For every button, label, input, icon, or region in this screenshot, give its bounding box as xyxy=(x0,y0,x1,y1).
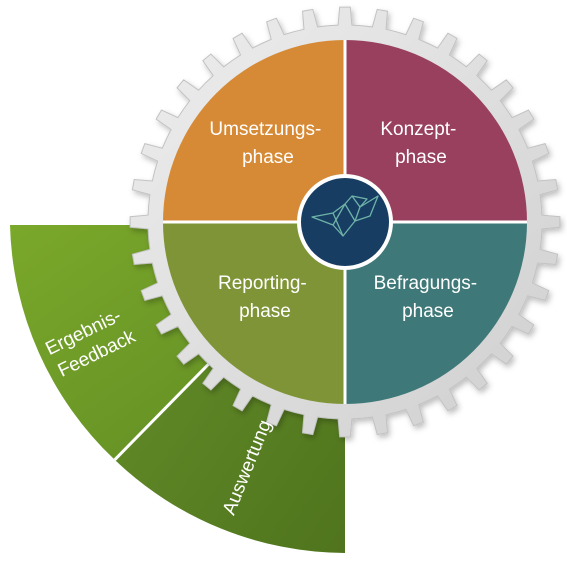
origami-bird-icon xyxy=(311,195,379,237)
label-konzeptphase: Konzept- phase xyxy=(380,119,461,168)
label-reportingphase: Reporting- phase xyxy=(218,273,312,322)
phase-wheel xyxy=(163,40,527,404)
quadrant-umsetzungsphase xyxy=(163,40,345,222)
quadrant-konzeptphase xyxy=(345,40,527,222)
quadrant-reportingphase xyxy=(163,222,345,404)
center-hub xyxy=(297,174,393,270)
label-umsetzungsphase: Umsetzungs- phase xyxy=(209,119,326,168)
label-befragungsphase: Befragungs- phase xyxy=(374,273,483,322)
hub-circle xyxy=(297,174,393,270)
quadrant-befragungsphase xyxy=(345,222,527,404)
